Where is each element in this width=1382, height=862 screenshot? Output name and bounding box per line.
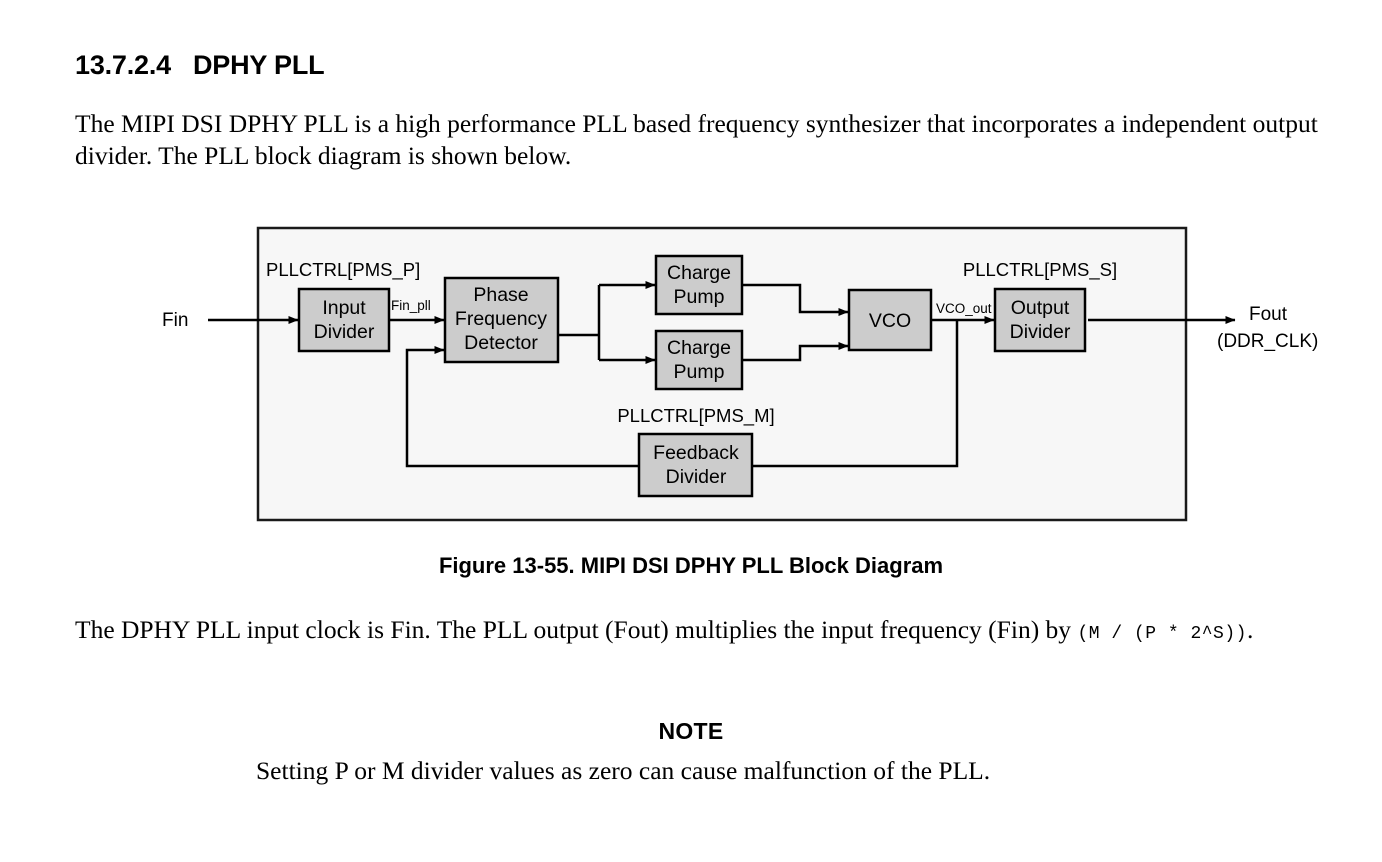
block-feedback-divider — [637, 432, 754, 498]
block-output-divider — [993, 287, 1087, 353]
wire-charge-pump-bottom-to-vco — [742, 342, 849, 362]
section-title: DPHY PLL — [193, 50, 325, 80]
label-pllctrl-pms-m: PLLCTRL[PMS_M] — [617, 405, 774, 427]
label-pllctrl-pms-s: PLLCTRL[PMS_S] — [963, 259, 1117, 281]
block-label-charge-pump-top-line1: Charge — [667, 262, 731, 284]
section-number: 13.7.2.4 — [75, 50, 171, 80]
label-pllctrl-pms-p: PLLCTRL[PMS_P] — [266, 259, 420, 281]
block-label-charge-pump-bottom-line1: Charge — [667, 337, 731, 359]
label-fin-pll: Fin_pll — [391, 298, 431, 313]
block-label-input-divider-line2: Divider — [314, 321, 375, 343]
block-input-divider — [297, 287, 391, 353]
wire-charge-pump-top-to-vco — [742, 283, 849, 316]
formula-text-before: The DPHY PLL input clock is Fin. The PLL… — [75, 615, 1078, 644]
label-fout: Fout — [1249, 304, 1288, 325]
label-fin: Fin — [162, 310, 188, 331]
block-label-feedback-divider-line1: Feedback — [653, 442, 739, 464]
block-charge-pump-bottom — [654, 329, 744, 391]
block-label-charge-pump-top-line2: Pump — [674, 286, 725, 308]
label-vco-out: VCO_out — [936, 301, 992, 316]
block-label-feedback-divider-line2: Divider — [666, 466, 727, 488]
block-label-input-divider-line1: Input — [322, 297, 366, 319]
block-label-charge-pump-bottom-line2: Pump — [674, 361, 725, 383]
block-label-output-divider-line2: Divider — [1010, 321, 1071, 343]
note-title: NOTE — [658, 718, 724, 744]
figure-caption: Figure 13-55. MIPI DSI DPHY PLL Block Di… — [438, 553, 944, 578]
block-label-pfd-line2: Frequency — [455, 308, 547, 330]
note-body: Setting P or M divider values as zero ca… — [256, 756, 991, 785]
pll-block-diagram: Fin Fout (DDR_CLK) PLLCTRL[PMS_P] PLLCTR… — [0, 200, 1382, 550]
label-fout-ddr-clk: (DDR_CLK) — [1217, 331, 1318, 352]
block-phase-frequency-detector — [443, 276, 560, 364]
block-label-pfd-line3: Detector — [464, 332, 538, 354]
intro-paragraph: The MIPI DSI DPHY PLL is a high performa… — [75, 109, 1318, 170]
block-label-output-divider-line1: Output — [1011, 297, 1070, 319]
block-label-vco: VCO — [869, 310, 911, 332]
wire-feedback-to-pfd — [405, 346, 640, 468]
page-title: 13.7.2.4 DPHY PLL — [75, 50, 325, 81]
formula-text-after: . — [1246, 615, 1254, 644]
block-charge-pump-top — [654, 254, 744, 316]
wire-vco-out-feedback-tap — [752, 320, 959, 468]
block-vco — [847, 288, 933, 352]
formula-expression: (M / (P * 2^S)) — [1077, 624, 1247, 644]
block-label-pfd-line1: Phase — [473, 284, 528, 306]
formula-paragraph: The DPHY PLL input clock is Fin. The PLL… — [75, 614, 1340, 650]
